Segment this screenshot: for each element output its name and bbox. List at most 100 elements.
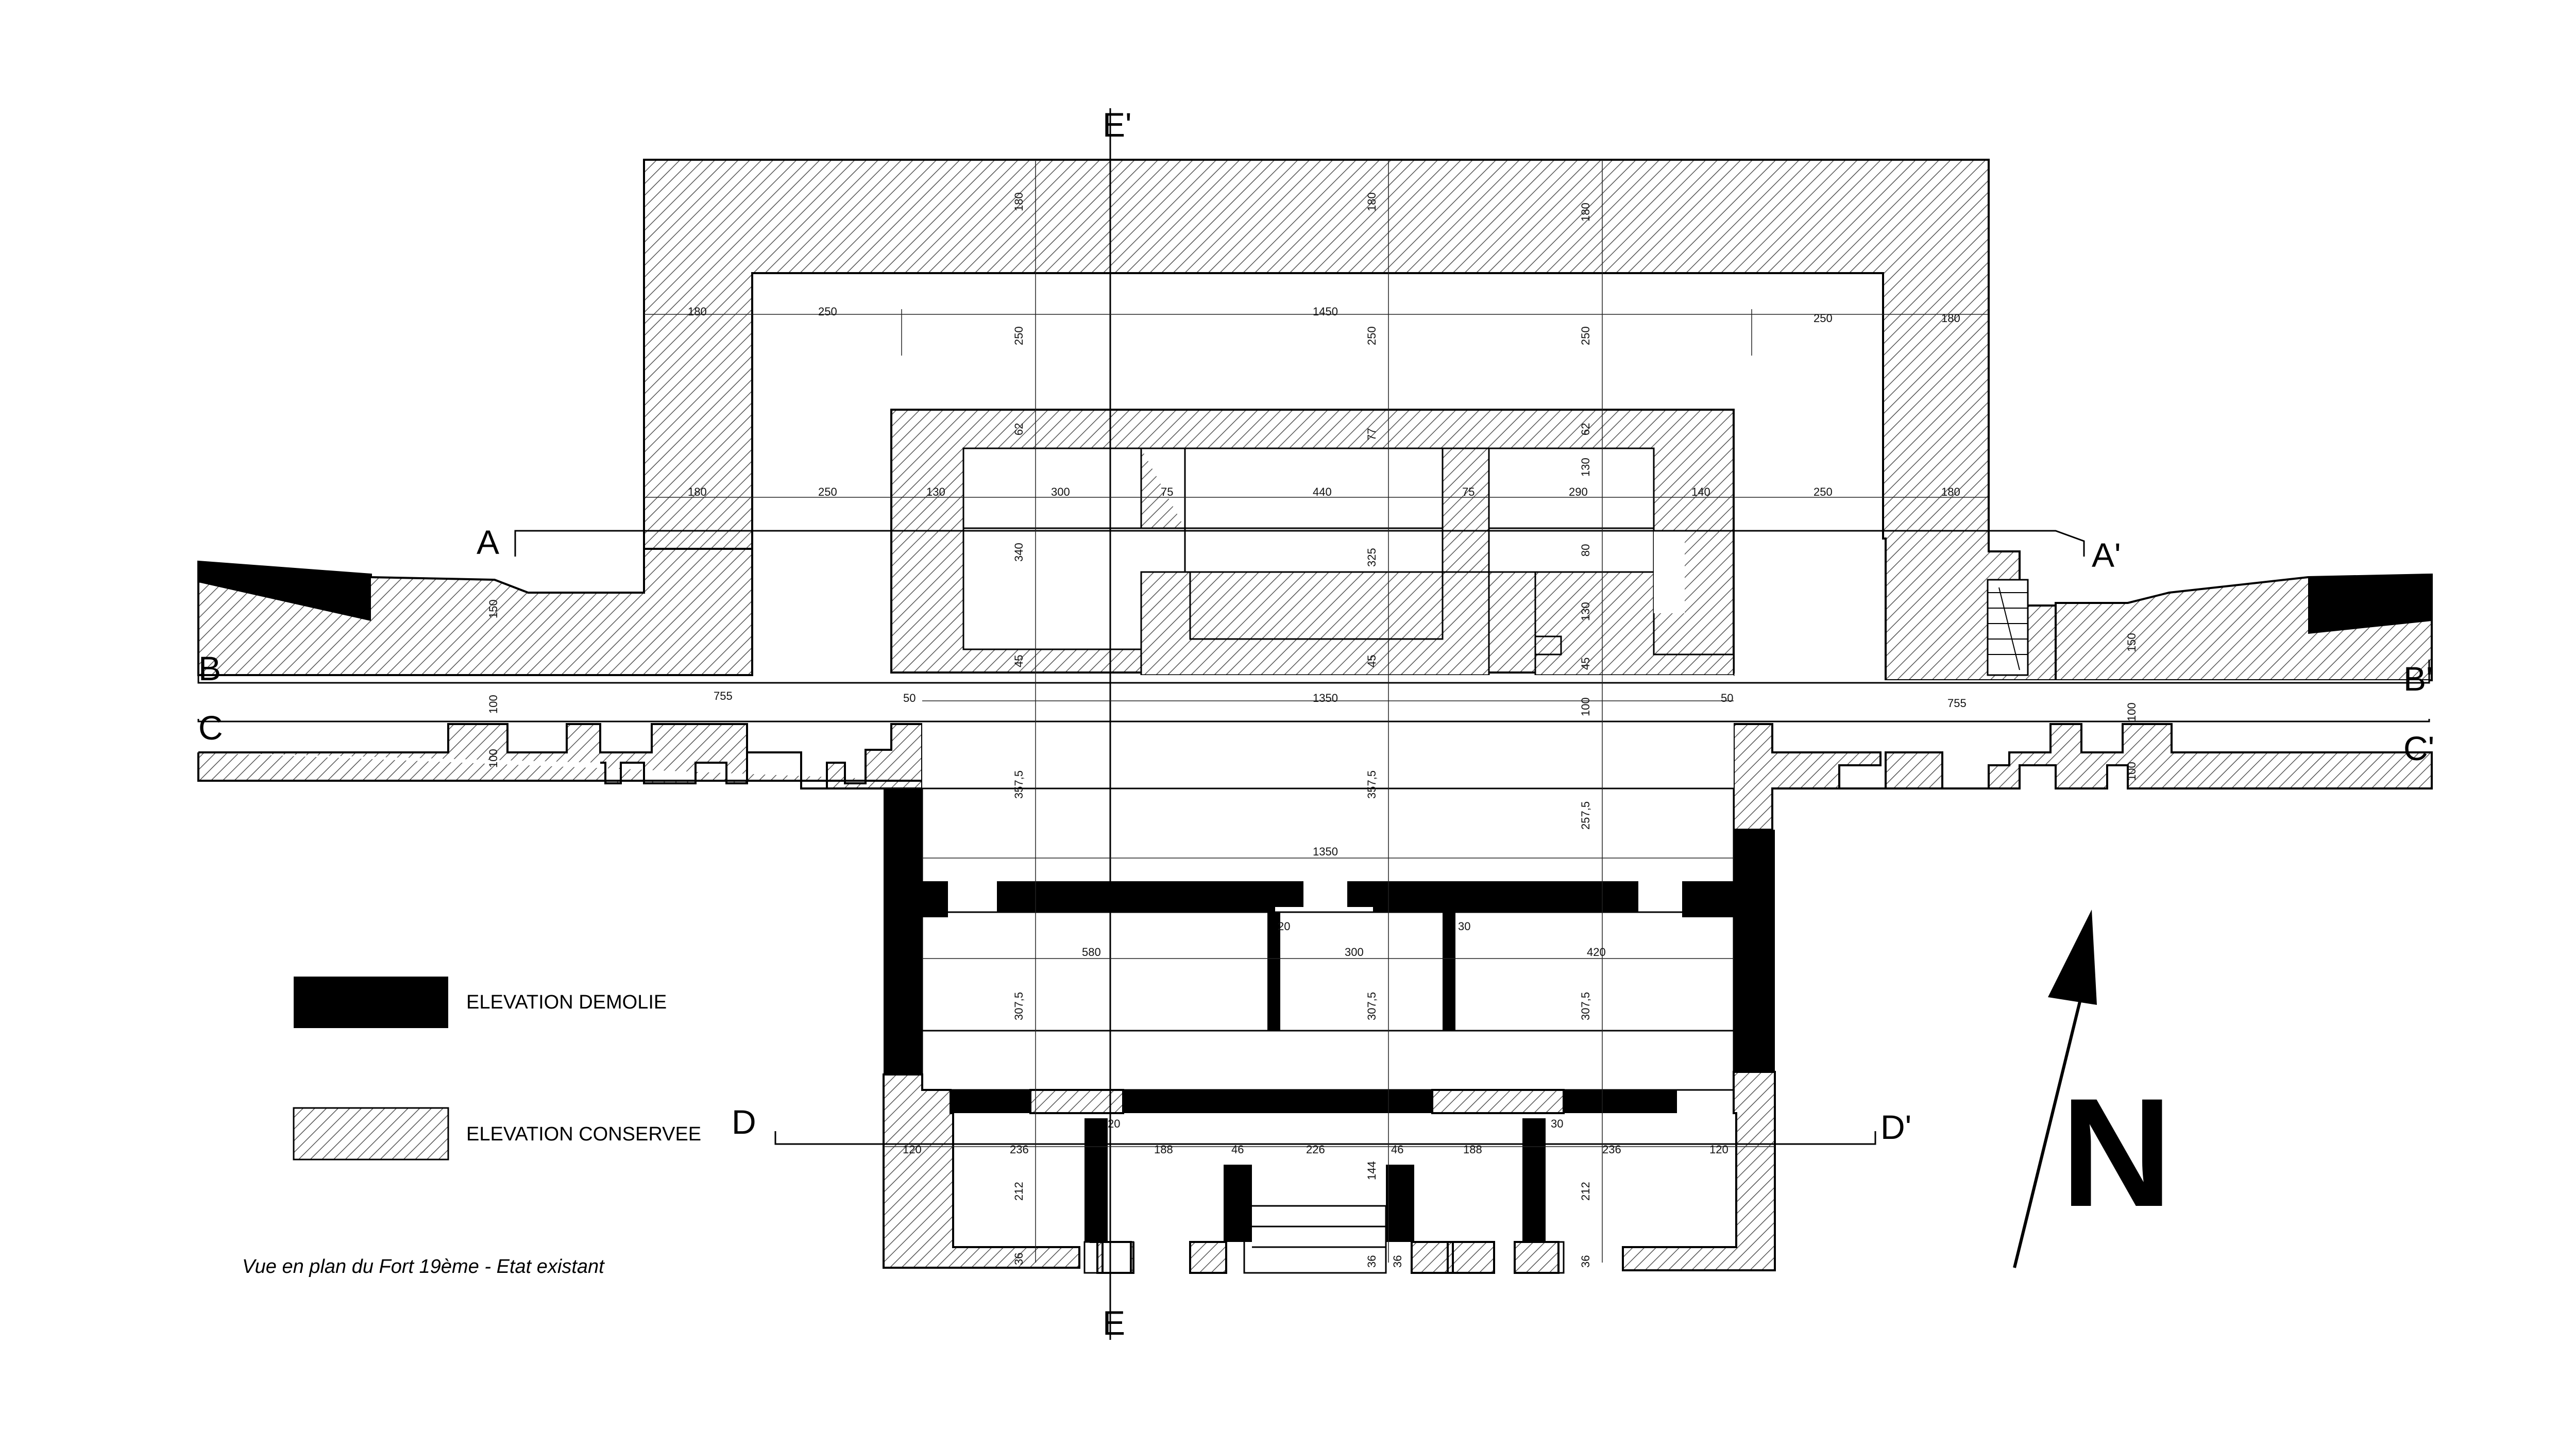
dim-label: 257,5 (1579, 801, 1592, 830)
dim-label: 307,5 (1365, 992, 1378, 1020)
section-marker-e: E (1103, 1304, 1125, 1342)
dim-label: 250 (1814, 485, 1833, 498)
section-marker-a-prime: A' (2092, 536, 2121, 574)
dim-label: 75 (1462, 485, 1475, 498)
dim-label: 180 (688, 305, 707, 318)
dim-label: 45 (1012, 655, 1025, 667)
dim-label: 20 (1108, 1117, 1120, 1130)
dim-label: 130 (1579, 458, 1592, 477)
dim-label: 188 (1463, 1143, 1482, 1156)
section-marker-c: C (198, 709, 223, 747)
dim-label: 212 (1579, 1182, 1592, 1201)
dim-label: 120 (1709, 1143, 1728, 1156)
dim-label: 1450 (1313, 305, 1338, 318)
section-marker-b: B (198, 649, 221, 687)
dim-label: 307,5 (1012, 992, 1025, 1020)
section-marker-b-prime: B' (2403, 660, 2433, 698)
dimension-lines (644, 160, 1989, 1263)
dim-label: 300 (1345, 946, 1364, 959)
dim-label: 250 (818, 485, 837, 498)
dim-label: 50 (903, 692, 916, 704)
dim-label: 250 (1012, 326, 1025, 345)
legend-swatch-preserved (293, 1107, 449, 1161)
dim-label: 45 (1579, 658, 1592, 670)
stair-treads (1988, 587, 2028, 670)
section-marker-d-prime: D' (1880, 1108, 1911, 1146)
north-label: N (2061, 1066, 2173, 1239)
dimension-labels: 180 250 1450 250 180 180 180 180 250 250… (487, 192, 2138, 1268)
demolished-walls (884, 788, 1775, 1242)
dim-label: 36 (1012, 1253, 1025, 1265)
dim-label: 307,5 (1579, 992, 1592, 1020)
dim-label: 150 (2125, 633, 2138, 652)
dim-label: 75 (1161, 485, 1173, 498)
dim-label: 250 (1365, 326, 1378, 345)
right-wing-demolished (2308, 575, 2432, 634)
central-right-opening (1654, 531, 1685, 613)
dim-label: 180 (688, 485, 707, 498)
left-wing (197, 548, 753, 676)
dim-label: 755 (714, 690, 733, 702)
dim-label: 212 (1012, 1182, 1025, 1201)
dim-label: 130 (1579, 602, 1592, 621)
dim-label: 77 (1365, 428, 1378, 441)
dim-label: 180 (1365, 192, 1378, 211)
dim-label: 1350 (1313, 845, 1338, 858)
dim-label: 100 (2125, 702, 2138, 721)
dim-label: 120 (903, 1143, 922, 1156)
dim-label: 150 (487, 599, 500, 618)
dim-label: 250 (1579, 326, 1592, 345)
dim-label: 30 (1458, 920, 1470, 933)
dim-label: 340 (1012, 543, 1025, 562)
section-marker-d: D (732, 1103, 756, 1141)
dim-label: 100 (487, 695, 500, 714)
dim-label: 144 (1365, 1161, 1378, 1180)
dim-label: 236 (1010, 1143, 1029, 1156)
dim-label: 100 (2125, 762, 2138, 781)
dim-label: 250 (1814, 312, 1833, 325)
dim-label: 130 (926, 485, 945, 498)
dim-label: 236 (1602, 1143, 1621, 1156)
dim-label: 80 (1579, 544, 1592, 557)
legend-swatch-demolished (294, 977, 448, 1028)
lower-wall-outlines (921, 787, 1735, 1274)
legend-label-preserved: ELEVATION CONSERVEE (466, 1123, 701, 1145)
dim-label: 62 (1579, 423, 1592, 435)
dim-label: 357,5 (1012, 770, 1025, 799)
dim-label: 100 (487, 749, 500, 768)
dim-label: 1350 (1313, 692, 1338, 704)
dim-label: 36 (1579, 1255, 1592, 1268)
dim-label: 357,5 (1365, 770, 1378, 799)
dim-label: 226 (1306, 1143, 1325, 1156)
dim-label: 140 (1691, 485, 1710, 498)
dim-label: 36 (1391, 1255, 1404, 1268)
dim-label: 180 (1941, 312, 1960, 325)
dim-label: 45 (1365, 655, 1378, 667)
dim-label: 188 (1154, 1143, 1173, 1156)
section-marker-c-prime: C' (2403, 729, 2434, 767)
dim-label: 180 (1579, 203, 1592, 222)
dim-label: 325 (1365, 548, 1378, 567)
left-wing-demolished (198, 562, 371, 621)
north-arrow-icon (2013, 910, 2097, 1268)
dim-label: 420 (1587, 946, 1606, 959)
legend-label-demolished: ELEVATION DEMOLIE (466, 992, 667, 1013)
dim-label: 440 (1313, 485, 1332, 498)
right-stair (1987, 579, 2029, 676)
dim-label: 290 (1569, 485, 1588, 498)
dim-label: 36 (1365, 1255, 1378, 1268)
drawing-caption: Vue en plan du Fort 19ème - Etat existan… (242, 1256, 605, 1278)
lower-fort-outline (922, 675, 1734, 1299)
dim-label: 180 (1012, 192, 1025, 211)
central-inner-court (1184, 527, 1655, 573)
right-battlement (1733, 723, 2433, 831)
dim-label: 300 (1051, 485, 1070, 498)
dim-label: 62 (1012, 423, 1025, 435)
dim-label: 755 (1947, 697, 1967, 710)
left-battlement (197, 723, 923, 789)
section-marker-a: A (477, 523, 499, 561)
dim-label: 50 (1721, 692, 1733, 704)
dim-label: 180 (1941, 485, 1960, 498)
dim-label: 20 (1278, 920, 1290, 933)
